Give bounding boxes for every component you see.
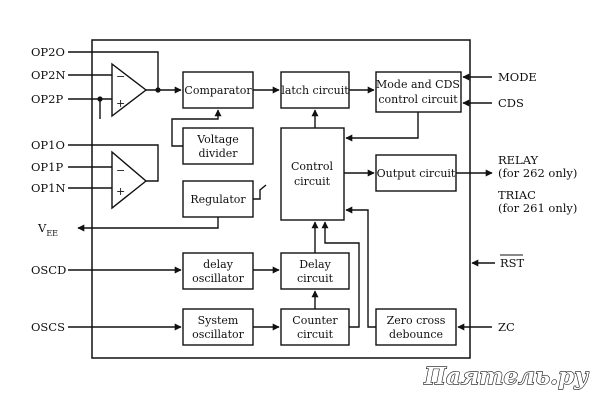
regulator-label: Regulator [190,193,246,206]
regulator-block: Regulator [182,180,254,218]
wire-op1o [68,144,159,182]
mode-cds-label-line1: Mode and CDS [376,78,460,91]
opamp2-plus-sign: + [116,97,125,110]
voltage-divider-label-line1: Voltage [196,133,239,146]
opamp-2: − + [111,62,148,118]
wire-vee [77,217,219,232]
pin-op2n-label: OP2N [31,68,66,82]
wire-mode-to-control [345,112,419,142]
system-oscillator-label-line2: oscillator [192,328,245,341]
wires [68,51,495,331]
counter-circuit-label-line1: Counter [292,314,338,327]
counter-circuit-block: Counter circuit [280,308,350,346]
left-pin-labels: OP2O OP2N OP2P OP1O OP1P OP1N VEE OSCD O… [31,45,66,334]
opamp1-plus-sign: + [116,185,125,198]
output-circuit-block: Output circuit [375,154,457,192]
voltage-divider-block: Voltage divider [182,127,254,165]
pin-op2o-label: OP2O [31,45,65,59]
opamp2-minus-sign: − [116,70,125,83]
system-oscillator-block: System oscillator [182,308,254,346]
zero-cross-label-line1: Zero cross [387,314,446,327]
wire-op2o [68,51,159,90]
delay-circuit-block: Delay circuit [280,252,350,290]
pin-zc-label: ZC [498,320,515,334]
zero-cross-label-line2: debounce [389,328,443,341]
voltage-divider-label-line2: divider [198,147,238,160]
pin-mode-label: MODE [498,70,537,84]
junction-op2p [97,96,103,102]
latch-circuit-label: latch circuit [281,84,349,97]
delay-circuit-label-line2: circuit [297,272,334,285]
chip-outline [91,39,471,359]
counter-circuit-label-line2: circuit [297,328,334,341]
comparator-label: Comparator [184,84,252,97]
delay-oscillator-block: delay oscillator [182,252,254,290]
pin-oscd-label: OSCD [31,263,66,277]
pin-vee-label: VEE [37,221,58,238]
latch-circuit-block: latch circuit [280,71,350,109]
control-circuit-label-line2: circuit [294,175,331,188]
pin-rst-label: RST [500,256,525,270]
pin-oscs-label: OSCS [31,320,65,334]
opamp-1: − + [111,150,148,210]
pin-op1p-label: OP1P [31,160,63,174]
junction-op2-out [155,87,161,93]
mode-cds-label-line2: control circuit [378,93,458,106]
output-circuit-label: Output circuit [377,167,456,180]
pin-relay-note: (for 262 only) [498,166,577,180]
wire-zerocross-to-control [345,206,376,328]
pin-triac-note: (for 261 only) [498,201,577,215]
pin-vee-main: V [37,221,47,235]
mode-cds-control-block: Mode and CDS control circuit [375,71,462,113]
zero-cross-debounce-block: Zero cross debounce [375,308,457,346]
watermark: Паятель.ру [423,363,589,390]
delay-oscillator-label-line1: delay [203,258,234,271]
comparator-block: Comparator [182,71,254,109]
pin-triac-label: TRIAC [498,188,536,202]
right-pin-labels: MODE CDS RELAY (for 262 only) TRIAC (for… [498,70,577,334]
control-circuit-block: Control circuit [280,127,345,221]
pin-op1n-label: OP1N [31,181,66,195]
pin-vee-subscript: EE [46,229,58,238]
system-oscillator-label-line1: System [198,314,239,327]
delay-circuit-label-line1: Delay [299,258,331,271]
pin-op2p-label: OP2P [31,92,63,106]
regulator-supply-stub [253,184,267,200]
control-circuit-label-line1: Control [291,160,333,173]
pin-cds-label: CDS [498,96,524,110]
wire-divider-to-comparator [171,109,222,147]
delay-oscillator-label-line2: oscillator [192,272,245,285]
pin-relay-label: RELAY [498,153,539,167]
wire-counter-to-control [321,221,360,328]
pin-op1o-label: OP1O [31,138,65,152]
opamp1-minus-sign: − [116,164,125,177]
